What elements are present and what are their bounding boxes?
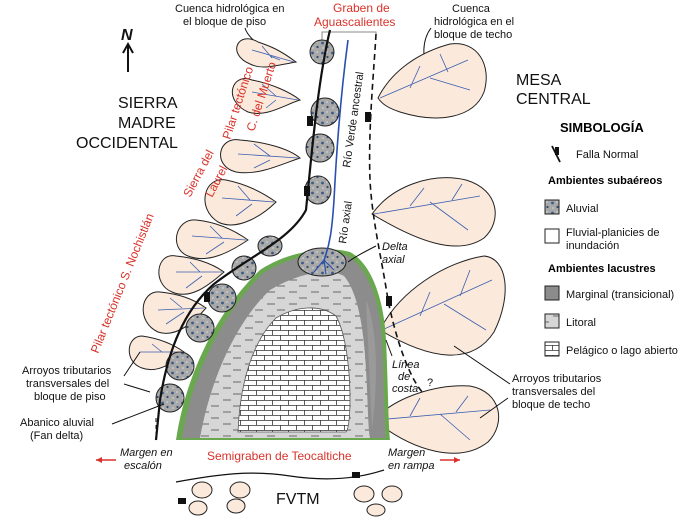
legend-title: SIMBOLOGÍA: [560, 120, 644, 135]
pelagic-zone: [237, 307, 351, 433]
hw-fan-3: [379, 255, 506, 356]
legend-litoral-swatch: [544, 313, 560, 329]
footwall-fault: [154, 29, 332, 441]
legend-marginal-swatch: [544, 285, 560, 301]
legend-lacustres: Ambientes lacustres: [548, 263, 656, 275]
delta-label-2: axial: [382, 254, 405, 266]
rio-axial-label: Río axial: [337, 200, 355, 244]
cuenca-piso-label-2: el bloque de piso: [183, 16, 266, 28]
legend-litoral: Litoral: [566, 317, 596, 329]
arroyos-piso-label-2: transversales del: [26, 378, 109, 390]
margen-escalon-label-1: Margen en: [120, 447, 173, 459]
hw-fan-2: [371, 177, 496, 247]
cuenca-techo-label-2: hidrológica en el: [434, 16, 514, 28]
margen-rampa-label-1: Margen: [388, 447, 425, 459]
fan-1: [236, 38, 298, 68]
arroyos-piso-label-3: bloque de piso: [34, 391, 106, 403]
fan-5: [176, 219, 249, 260]
legend-subaereos: Ambientes subaéreos: [548, 175, 662, 187]
fault-question: ?: [427, 377, 433, 389]
sierra-madre-label-3: OCCIDENTAL: [76, 135, 178, 152]
arroyos-techo-label-1: Arroyos tributarios: [512, 373, 602, 385]
legend-marginal: Marginal (transicional): [566, 289, 674, 301]
axial-river: [323, 39, 349, 261]
legend-aluvial-swatch: [544, 199, 560, 215]
fvtm-label: FVTM: [276, 491, 320, 508]
linea-label-3: costa: [392, 383, 418, 395]
graben-label-2: Aguascalientes: [314, 15, 395, 29]
north-arrow: N: [121, 27, 134, 72]
semigraben-label: Semigraben de Teocaltiche: [207, 449, 352, 463]
linea-label-1: Línea: [392, 359, 420, 371]
margen-escalon-label-2: escalón: [124, 460, 162, 472]
linea-label-2: de: [398, 371, 410, 383]
fan-4: [204, 179, 277, 226]
fan-3: [220, 139, 302, 174]
fan-6: [158, 255, 225, 295]
north-label: N: [121, 27, 133, 44]
margen-rampa-label-2: en rampa: [388, 460, 434, 472]
sierra-madre-label-2: MADRE: [118, 115, 176, 132]
legend: SIMBOLOGÍA Falla Normal Ambientes subaér…: [544, 120, 678, 357]
lake-basin: [176, 249, 390, 440]
legend-pelagico: Pelágico o lago abierto: [566, 345, 678, 357]
abanico-label-2: (Fan delta): [30, 430, 83, 442]
legend-fluvial-2: inundación: [566, 240, 619, 252]
mesa-label-2: CENTRAL: [516, 91, 591, 108]
cuenca-techo-label-1: Cuenca: [452, 3, 491, 15]
arroyos-piso-label-1: Arroyos tributarios: [22, 365, 112, 377]
legend-aluvial: Aluvial: [566, 203, 598, 215]
delta-label-1: Delta: [382, 241, 408, 253]
hw-fan-1: [377, 43, 487, 119]
cuenca-piso-label-1: Cuenca hidrológica en: [175, 3, 284, 15]
mesa-label-1: MESA: [516, 72, 562, 89]
graben-label-1: Graben de: [333, 1, 390, 15]
legend-pelagico-swatch: [544, 341, 560, 357]
cuenca-techo-label-3: bloque de techo: [434, 29, 512, 41]
hangingwall-fans: [371, 43, 506, 454]
sierra-madre-label-1: SIERRA: [118, 95, 178, 112]
legend-fluvial-1: Fluvial-planicies de: [566, 227, 660, 239]
rio-verde-label: Río Verde ancestral: [341, 71, 366, 168]
fvtm-volcanic-field: FVTM: [175, 469, 403, 517]
abanico-label-1: Abanico aluvial: [20, 417, 94, 429]
arroyos-techo-label-2: transversales del: [512, 386, 595, 398]
arroyos-techo-label-3: bloque de techo: [512, 399, 590, 411]
footwall-fans: [128, 38, 302, 370]
pilar-nochistlan-label: Pilar tectónico S. Nochistlán: [88, 211, 157, 355]
hw-fan-4: [373, 385, 500, 454]
fan-2: [231, 78, 302, 114]
legend-fluvial-swatch: [544, 228, 560, 244]
legend-falla: Falla Normal: [576, 149, 638, 161]
alluvial-fans-left: [155, 39, 347, 413]
hangingwall-fault: [368, 33, 425, 395]
